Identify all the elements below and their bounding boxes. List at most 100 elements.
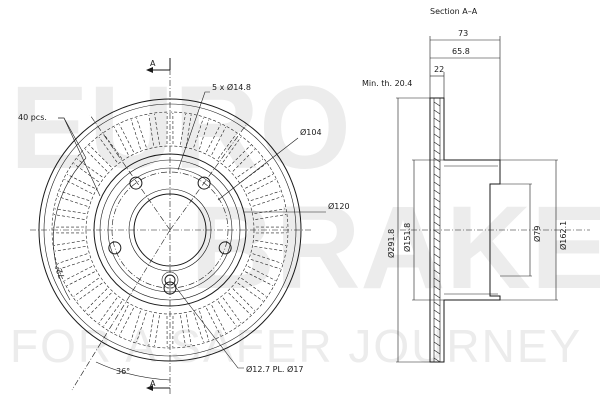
vane-line bbox=[186, 314, 192, 346]
vane-hatch-line bbox=[433, 285, 441, 291]
center-hole-label: Ø12.7 PL. Ø17 bbox=[246, 364, 304, 374]
vanes-count-label: 40 pcs. bbox=[18, 113, 47, 122]
bolt-holes-label: 5 x Ø14.8 bbox=[212, 82, 251, 92]
vane-hatch-line bbox=[433, 349, 441, 355]
vane-line bbox=[136, 117, 147, 148]
dim-162-1-label: Ø162.1 bbox=[558, 221, 568, 250]
vane-line bbox=[199, 119, 210, 150]
vane-line bbox=[245, 271, 274, 286]
vane-line bbox=[254, 208, 286, 214]
vane-line bbox=[228, 292, 251, 315]
angle-line-lower bbox=[71, 229, 171, 391]
vane-line bbox=[148, 114, 154, 146]
vane-line bbox=[247, 179, 276, 194]
vane-line bbox=[136, 312, 147, 343]
vane-hatch-line bbox=[433, 277, 441, 283]
vane-line bbox=[245, 174, 274, 189]
angle-72-arc bbox=[53, 157, 87, 301]
vane-hatch-line bbox=[433, 293, 441, 299]
vane-line bbox=[217, 301, 237, 327]
vane-line bbox=[57, 253, 88, 264]
vane-line bbox=[103, 301, 123, 327]
vane-line bbox=[206, 124, 221, 153]
vane-line bbox=[193, 117, 204, 148]
angle-line-upper bbox=[89, 114, 171, 231]
vane-hatch-line bbox=[433, 165, 441, 171]
vane-line bbox=[114, 126, 129, 155]
vane-hatch-line bbox=[433, 181, 441, 187]
dim-22-label: 22 bbox=[434, 65, 444, 74]
watermark-line-3: FOR A SAFER JOURNEY bbox=[10, 320, 582, 372]
vane-line bbox=[114, 305, 129, 334]
vane-line bbox=[54, 246, 86, 252]
vanes-leader-2 bbox=[58, 117, 101, 197]
vane-hatch-line bbox=[433, 173, 441, 179]
pcd-leader bbox=[217, 137, 299, 201]
vane-hatch-line bbox=[433, 317, 441, 323]
bolt-hole bbox=[218, 241, 232, 255]
vane-line bbox=[232, 149, 255, 172]
bolt-holes-leader bbox=[177, 91, 210, 171]
vane-line bbox=[85, 149, 108, 172]
vane-line bbox=[211, 126, 226, 155]
bolt-holes bbox=[108, 176, 232, 295]
vane-line bbox=[76, 158, 103, 178]
angle-36-arc bbox=[95, 361, 171, 381]
vane-hatch-line bbox=[433, 197, 441, 203]
vane-line bbox=[154, 315, 160, 347]
vane-line bbox=[66, 271, 95, 286]
vanes bbox=[53, 113, 287, 347]
vane-line bbox=[73, 163, 99, 183]
vane-line bbox=[64, 266, 93, 281]
vane-line bbox=[180, 315, 186, 347]
vane-line bbox=[222, 136, 242, 163]
vane-hatch-line bbox=[433, 301, 441, 307]
vane-line bbox=[241, 277, 267, 297]
vane-hatch-line bbox=[433, 269, 441, 275]
dim-151-8-label: Ø151.8 bbox=[402, 223, 412, 252]
vane-line bbox=[73, 277, 99, 297]
vane-line bbox=[98, 297, 118, 324]
section-view: Section A–A 73 65.8 22 Min. th. 20.4 Ø29… bbox=[362, 7, 590, 363]
vane-hatch-line bbox=[433, 189, 441, 195]
vane-line bbox=[130, 310, 141, 341]
angle-36-label: 36° bbox=[116, 367, 130, 376]
section-marker-top-arrowhead bbox=[146, 67, 153, 73]
vane-line bbox=[57, 196, 88, 207]
dim-79-label: Ø79 bbox=[532, 226, 542, 242]
vane-line bbox=[250, 259, 281, 270]
vane-line bbox=[64, 179, 93, 194]
vane-hatch-line bbox=[433, 341, 441, 347]
min-thickness-label: Min. th. 20.4 bbox=[362, 79, 412, 88]
watermark-line-2: BRAKE bbox=[190, 182, 600, 314]
pcd-label: Ø104 bbox=[300, 127, 322, 137]
vane-hatch-line bbox=[433, 333, 441, 339]
section-marker-bottom-arrowhead bbox=[146, 385, 153, 391]
front-view: A A 40 pcs. 5 x Ø14.8 Ø104 Ø120 72° 36° … bbox=[18, 58, 350, 395]
vane-line bbox=[222, 297, 242, 324]
vane-line bbox=[206, 307, 221, 336]
vane-hatch-line bbox=[433, 125, 441, 131]
vane-hatch-line bbox=[433, 109, 441, 115]
vane-line bbox=[211, 305, 226, 334]
vane-line bbox=[148, 314, 154, 346]
center-hole-leader bbox=[173, 284, 244, 369]
vane-line bbox=[66, 174, 95, 189]
vane-line bbox=[89, 145, 112, 168]
vane-hatch-line bbox=[433, 261, 441, 267]
vane-line bbox=[255, 214, 287, 220]
vane-line bbox=[59, 259, 90, 270]
section-marker-bottom: A bbox=[150, 379, 156, 388]
vane-line bbox=[255, 240, 287, 246]
dim-73-label: 73 bbox=[458, 29, 468, 38]
vane-line bbox=[53, 240, 85, 246]
vane-line bbox=[247, 266, 276, 281]
vane-line bbox=[199, 310, 210, 341]
vane-line bbox=[53, 214, 85, 220]
vane-line bbox=[180, 113, 186, 145]
vane-line bbox=[119, 307, 134, 336]
vane-hatch-line bbox=[433, 253, 441, 259]
vane-hatch-line bbox=[433, 325, 441, 331]
vane-line bbox=[193, 312, 204, 343]
